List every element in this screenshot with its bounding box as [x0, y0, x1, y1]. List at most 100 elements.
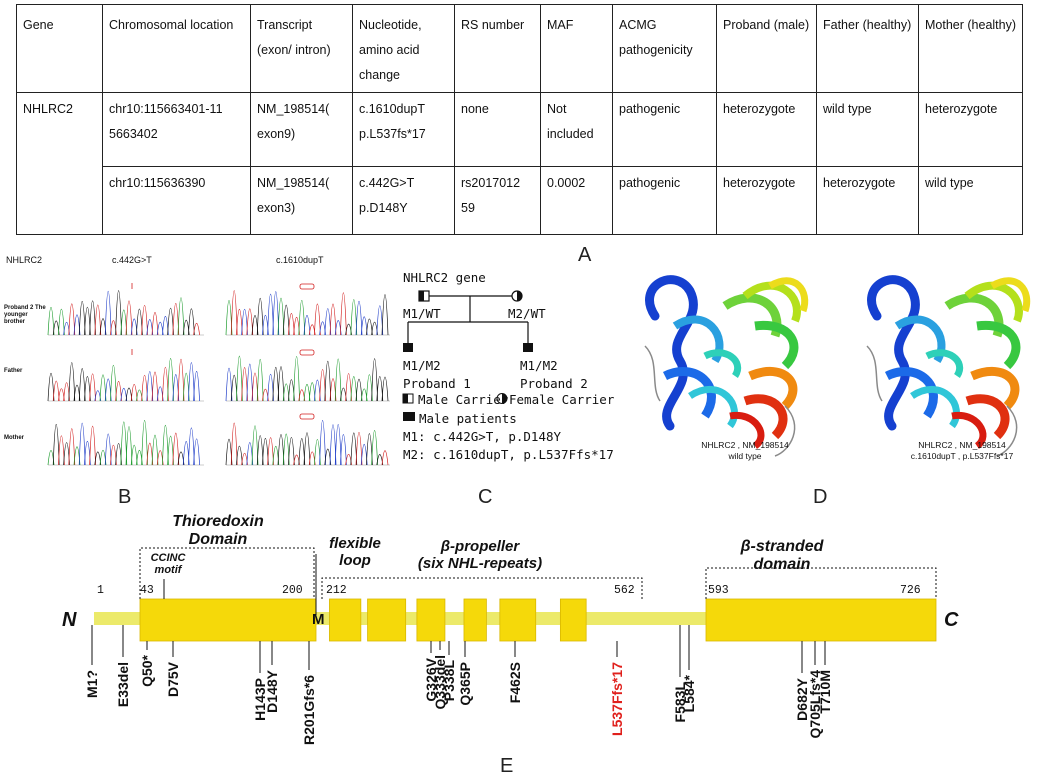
thioredoxin-bracket: [139, 547, 315, 599]
father-genotype: M1/WT: [403, 306, 441, 321]
variant-label: T710M: [817, 670, 833, 714]
trace-peak: [371, 430, 378, 466]
trace-peak: [329, 424, 337, 466]
trace-peak: [78, 300, 86, 336]
mutation-marker: [299, 283, 315, 290]
table-cell: heterozygote: [918, 92, 1023, 167]
trace-peak: [151, 434, 159, 466]
trace-peak: [256, 359, 264, 402]
panel-letter-a: A: [578, 244, 592, 266]
trace-peak: [277, 366, 285, 402]
variant-label: Q333del: [432, 655, 448, 709]
table-cell: c.1610dupT p.L537fs*17: [352, 92, 455, 167]
legend-male-patients: Male patients: [419, 411, 517, 426]
mutation-marker: [299, 349, 315, 356]
trace-peak: [236, 445, 243, 466]
table-header-row: Gene Chromosomal location Transcript (ex…: [16, 4, 1023, 93]
trace-peak: [172, 432, 180, 466]
trace-peak: [130, 444, 138, 466]
trace-peak: [177, 297, 185, 336]
proband-2-genotype: M1/M2: [520, 358, 558, 373]
trace-peak: [267, 437, 274, 466]
domain-block: [559, 598, 587, 642]
trace-peak: [381, 376, 389, 402]
trace-peak: [381, 450, 389, 466]
father-symbol: [418, 290, 430, 302]
domain-block: [705, 598, 937, 642]
table-cell: pathogenic: [612, 92, 717, 167]
trace-peak: [324, 361, 332, 402]
variant-label: M1?: [84, 670, 100, 698]
trace-peak: [177, 359, 185, 402]
trace-peak: [47, 307, 55, 336]
table-cell: 0.0002: [540, 166, 613, 235]
proband-1-label: Proband 1: [403, 376, 471, 391]
pedigree-title: NHLRC2 gene: [403, 270, 486, 285]
trace-peak: [125, 300, 133, 336]
proband-1-genotype: M1/M2: [403, 358, 441, 373]
trace-peak: [89, 373, 96, 402]
header-cell: MAF: [540, 4, 613, 93]
n-terminus-label: N: [62, 609, 77, 631]
position-number: 593: [708, 584, 729, 597]
pedigree-panel: NHLRC2 gene M1/WT M2/WT M1/M2 M1/M2 Prob…: [398, 270, 658, 470]
domain-block: [139, 598, 317, 642]
variant-label: L584*: [681, 674, 697, 712]
trace-peak: [68, 362, 76, 402]
table-cell: pathogenic: [612, 166, 717, 235]
table-cell: heterozygote: [716, 92, 817, 167]
trace-peak: [246, 363, 254, 402]
trace-peak: [246, 308, 254, 336]
trace-peak: [141, 304, 148, 336]
stranded-domain-title: β-stranded: [740, 538, 825, 555]
header-cell: RS number: [454, 4, 541, 93]
trace-peak: [236, 355, 243, 402]
header-cell: ACMG pathogenicity: [612, 4, 717, 93]
table-row: NHLRC2 chr10:115663401-11 5663402 NM_198…: [16, 92, 1023, 235]
trace-peak: [68, 428, 76, 466]
trace-peak: [329, 303, 337, 336]
trace-peak: [89, 300, 96, 336]
variant-label: P338L: [441, 660, 457, 702]
mutant-structure: [867, 280, 1027, 456]
m2-definition: M2: c.1610dupT, p.L537Ffs*17: [403, 447, 614, 462]
proband-1-symbol: [403, 343, 413, 352]
position-number: 212: [326, 584, 347, 597]
header-cell: Nucleotide, amino acid change: [352, 4, 455, 93]
trace-peak: [340, 434, 347, 466]
trace-peak: [272, 291, 280, 336]
sanger-sequencing-panel: NHLRC2 c.442G>T c.1610dupT Proband 2 The…: [4, 255, 392, 471]
trace-peak: [256, 298, 264, 336]
variant-label: Q705Lfs*4: [807, 670, 823, 739]
table-row: chr10:115636390 NM_198514( exon3) c.442G…: [17, 166, 1023, 235]
variant-label: E33del: [115, 662, 131, 707]
proband-2-symbol: [523, 343, 533, 352]
table-cell: NM_198514( exon9): [250, 92, 353, 167]
stranded-domain-title: domain: [754, 556, 811, 573]
header-cell: Chromosomal location: [102, 4, 251, 93]
trace-peak: [350, 299, 358, 336]
variant-label: D682Y: [794, 677, 810, 720]
propeller-title: (six NHL-repeats): [418, 555, 542, 572]
trace-peak: [225, 367, 233, 402]
legend-male-carrier: Male Carrier: [418, 392, 509, 407]
flexible-loop-title: loop: [339, 552, 371, 569]
domain-block: [463, 598, 487, 642]
header-cell: Transcript (exon/ intron): [250, 4, 353, 93]
table-cell: heterozygote: [716, 166, 817, 235]
trace-peak: [188, 427, 195, 466]
chromatogram-row-label: Proband 2 The younger brother: [4, 305, 46, 325]
table-cell: c.442G>T p.D148Y: [352, 166, 455, 235]
trace-peak: [52, 424, 60, 466]
propeller-bracket: [321, 577, 643, 599]
trace-peak: [120, 421, 128, 466]
position-number: 562: [614, 584, 635, 597]
trace-peak: [188, 362, 195, 402]
trace-peak: [350, 432, 358, 466]
table-cell: Not included: [540, 92, 613, 167]
trace-peak: [193, 438, 200, 466]
legend-female-carrier: Female Carrier: [509, 392, 615, 407]
trace-peak: [272, 366, 280, 402]
propeller-title: β-propeller: [440, 538, 521, 555]
